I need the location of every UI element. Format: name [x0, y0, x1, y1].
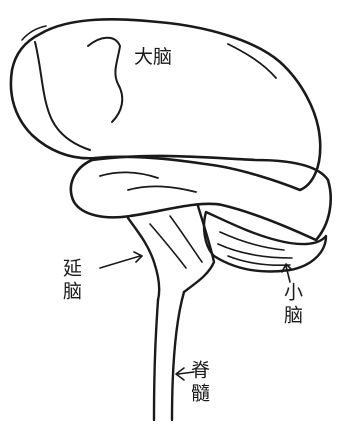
cerebellum-folia-1	[220, 232, 284, 250]
cerebrum-outline	[11, 19, 320, 190]
medulla-label: 延脑	[60, 258, 82, 304]
cerebellum-outline	[204, 212, 326, 271]
cerebellum-pointer-arrow	[282, 264, 292, 282]
cerebrum-inner-fold	[35, 42, 90, 150]
brainstem-outline	[128, 206, 214, 300]
cerebellum-label: 小脑	[281, 282, 303, 328]
cerebrum-sulcus-1	[88, 38, 122, 122]
brainstem-fold-2	[170, 216, 202, 262]
cerebrum-label: 大脑	[134, 46, 172, 68]
spinal-cord-outline	[154, 292, 184, 420]
medulla-pointer-arrow	[100, 252, 142, 268]
spinal-cord-label: 脊髓	[188, 360, 210, 406]
temporal-lobe-outline	[71, 156, 331, 240]
temporal-fold-2	[128, 186, 196, 192]
cerebrum-sulcus-2	[228, 44, 276, 78]
temporal-fold-1	[100, 172, 158, 178]
